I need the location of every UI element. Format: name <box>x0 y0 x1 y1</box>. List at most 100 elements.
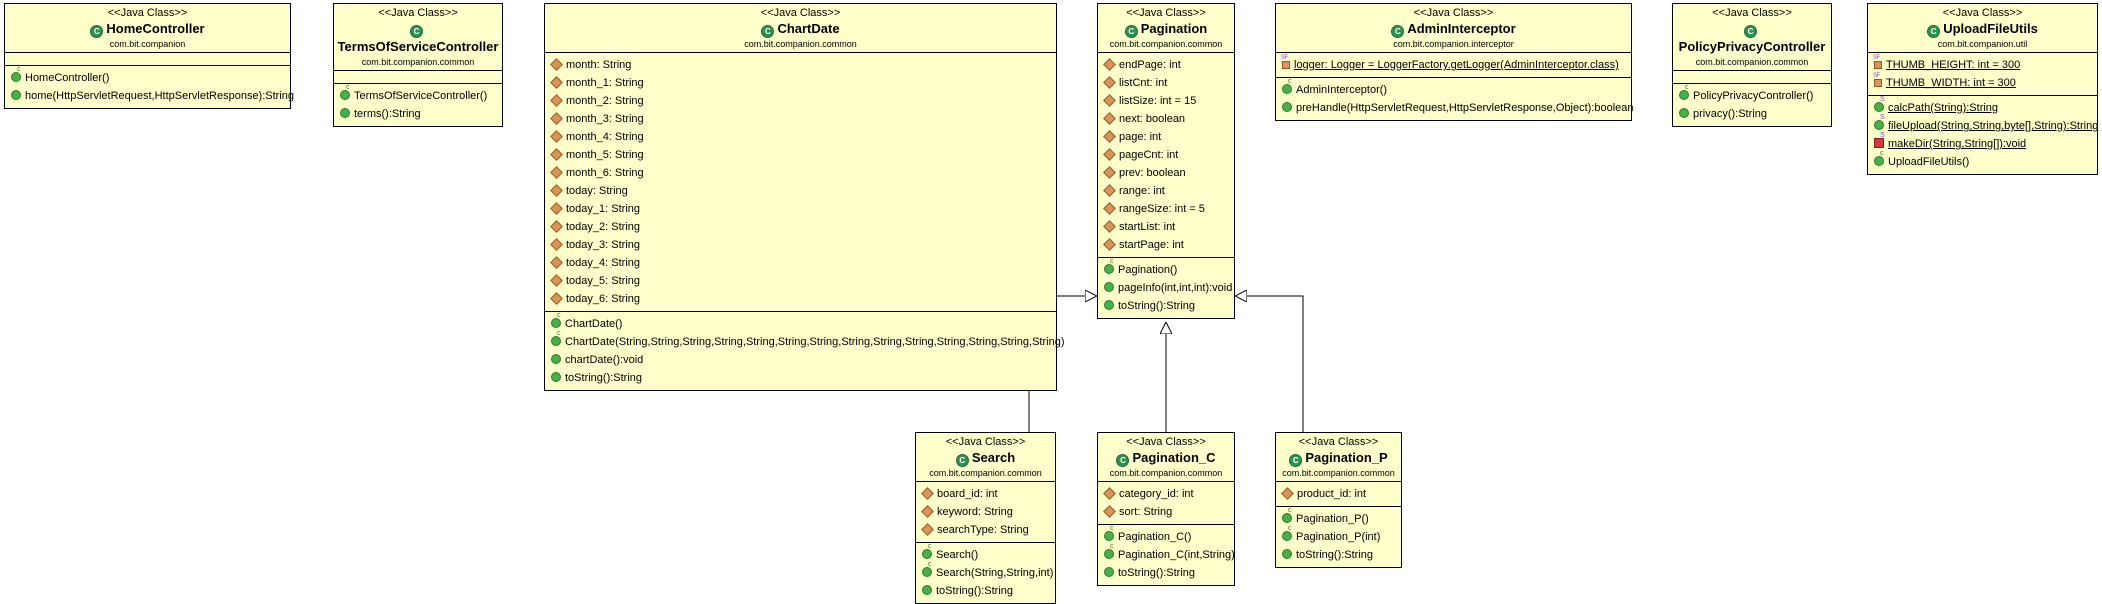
field-row: month_5: String <box>545 146 1056 164</box>
method-row: Pagination_P(int) <box>1276 525 1401 546</box>
static-final-field-icon <box>1873 73 1882 87</box>
method-row: pageInfo(int,int,int):void <box>1098 279 1234 297</box>
field-row: THUMB_HEIGHT: int = 300 <box>1868 55 2097 74</box>
class-name: PolicyPrivacyController <box>1678 39 1826 54</box>
fields-compartment: endPage: int listCnt: int listSize: int … <box>1098 53 1234 258</box>
static-method-icon <box>1874 96 1885 112</box>
fields-compartment: category_id: int sort: String <box>1098 482 1234 525</box>
field-row: today: String <box>545 182 1056 200</box>
method-row: Pagination() <box>1098 258 1234 279</box>
public-method-icon <box>1679 108 1689 118</box>
private-field-icon <box>1103 202 1116 215</box>
fields-compartment <box>334 71 502 84</box>
method-row: toString():String <box>1098 297 1234 315</box>
package-label: com.bit.companion <box>109 39 186 49</box>
private-field-icon <box>550 148 563 161</box>
class-name: Pagination_P <box>1305 450 1388 465</box>
class-name: Pagination_C <box>1132 450 1216 465</box>
constructor-icon <box>1282 507 1292 523</box>
stereotype-label: <<Java Class>> <box>1126 7 1206 19</box>
methods-compartment: calcPath(String):String fileUpload(Strin… <box>1868 96 2098 174</box>
private-field-icon <box>1103 58 1116 71</box>
field-row: range: int <box>1098 182 1234 200</box>
private-field-icon <box>550 166 563 179</box>
method-row: privacy():String <box>1673 105 1831 123</box>
method-row: Pagination_P() <box>1276 507 1401 528</box>
class-name: Pagination <box>1140 21 1208 36</box>
field-row: today_4: String <box>545 254 1056 272</box>
field-row: keyword: String <box>916 503 1055 521</box>
stereotype-label: <<Java Class>> <box>1712 7 1792 19</box>
class-header: <<Java Class>> CTermsOfServiceController… <box>334 4 502 71</box>
class-icon: C <box>761 25 775 38</box>
methods-compartment: Pagination_P() Pagination_P(int) toStrin… <box>1276 507 1401 567</box>
private-field-icon <box>1103 505 1116 518</box>
private-static-method-icon <box>1874 132 1885 148</box>
field-row: endPage: int <box>1098 56 1234 74</box>
private-field-icon <box>550 112 563 125</box>
package-label: com.bit.companion.common <box>1282 468 1395 478</box>
private-field-icon <box>550 130 563 143</box>
methods-compartment: TermsOfServiceController() terms():Strin… <box>334 84 502 126</box>
field-row: next: boolean <box>1098 110 1234 128</box>
field-row: listSize: int = 15 <box>1098 92 1234 110</box>
class-icon: C <box>410 25 423 38</box>
class-termsofservicecontroller[interactable]: <<Java Class>> CTermsOfServiceController… <box>333 3 503 127</box>
field-row: product_id: int <box>1276 485 1401 503</box>
private-field-icon <box>1103 148 1116 161</box>
method-row: calcPath(String):String <box>1868 96 2097 117</box>
package-label: com.bit.companion.common <box>1109 39 1223 49</box>
private-field-icon <box>550 292 563 305</box>
method-row: fileUpload(String,String,byte[],String):… <box>1868 114 2098 135</box>
package-label: com.bit.companion.util <box>1937 39 2028 49</box>
fields-compartment <box>1673 71 1831 84</box>
method-row: UploadFileUtils() <box>1868 150 2097 171</box>
public-method-icon <box>340 108 350 118</box>
private-field-icon <box>550 202 563 215</box>
static-method-icon <box>1874 114 1885 130</box>
private-field-icon <box>1103 166 1116 179</box>
class-icon: C <box>1116 454 1130 467</box>
constructor-icon <box>340 84 350 100</box>
stereotype-label: <<Java Class>> <box>378 7 458 19</box>
paginationp-extends-pagination <box>1235 296 1304 432</box>
private-field-icon <box>550 184 563 197</box>
class-icon: C <box>1391 25 1405 38</box>
package-label: com.bit.companion.common <box>929 468 1042 478</box>
public-method-icon <box>551 354 561 364</box>
field-row: today_5: String <box>545 272 1056 290</box>
class-policyprivacycontroller[interactable]: <<Java Class>> CPolicyPrivacyController … <box>1672 3 1832 127</box>
stereotype-label: <<Java Class>> <box>945 436 1026 448</box>
class-name: HomeController <box>106 21 205 36</box>
field-row: today_1: String <box>545 200 1056 218</box>
private-field-icon <box>1103 184 1116 197</box>
constructor-icon <box>551 312 561 328</box>
field-row: today_2: String <box>545 218 1056 236</box>
private-field-icon <box>1103 487 1116 500</box>
class-name: TermsOfServiceController <box>337 39 499 54</box>
private-field-icon <box>550 220 563 233</box>
method-row: makeDir(String,String[]):void <box>1868 132 2097 153</box>
method-row: preHandle(HttpServletRequest,HttpServlet… <box>1276 99 1634 117</box>
constructor-icon <box>922 561 932 577</box>
method-row: AdminInterceptor() <box>1276 78 1631 99</box>
private-field-icon <box>550 76 563 89</box>
method-row: ChartDate() <box>545 312 1056 333</box>
constructor-icon <box>1104 543 1114 559</box>
private-field-icon <box>550 256 563 269</box>
private-field-icon <box>1103 112 1116 125</box>
field-row: listCnt: int <box>1098 74 1234 92</box>
method-row: PolicyPrivacyController() <box>1673 84 1831 105</box>
private-field-icon <box>1103 76 1116 89</box>
